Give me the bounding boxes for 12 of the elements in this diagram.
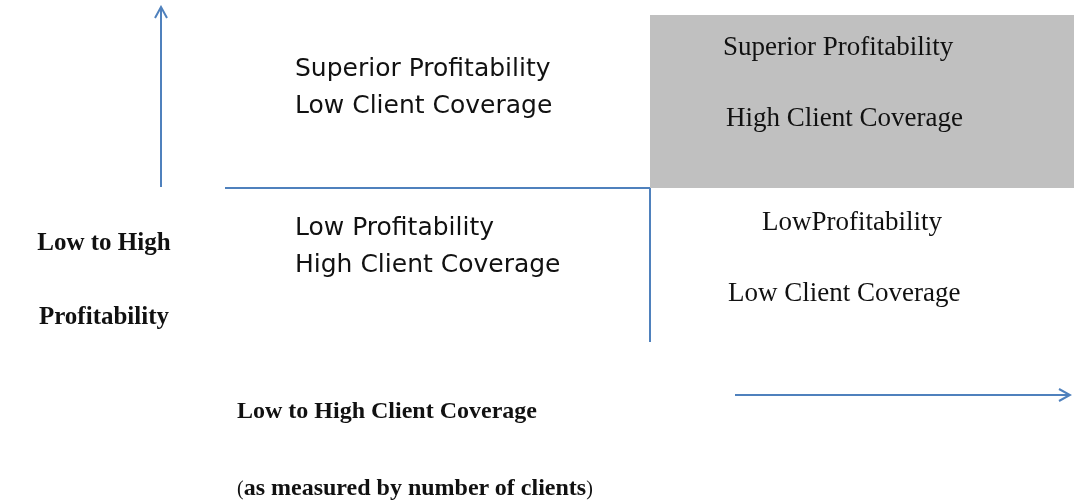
- quadrant-label: Low Client Coverage: [728, 277, 961, 308]
- quadrant-label: High Client Coverage: [726, 102, 963, 133]
- quadrant-label: High Client Coverage: [295, 249, 561, 278]
- quadrant-label: LowProfitability: [762, 206, 942, 237]
- axis-note: (as measured by number of clients): [237, 473, 594, 501]
- axis-label: Low to High Profitability: [36, 227, 172, 331]
- quadrant-label: Low Profitability: [295, 212, 494, 241]
- quadrant-label: Superior Profitability: [723, 31, 954, 62]
- quadrant-label: Low Client Coverage: [295, 90, 553, 119]
- axis-label: Low to High Client Coverage: [237, 396, 538, 425]
- quadrant-label: Superior Profitability: [295, 53, 551, 82]
- quadrant-panel: [650, 15, 1074, 188]
